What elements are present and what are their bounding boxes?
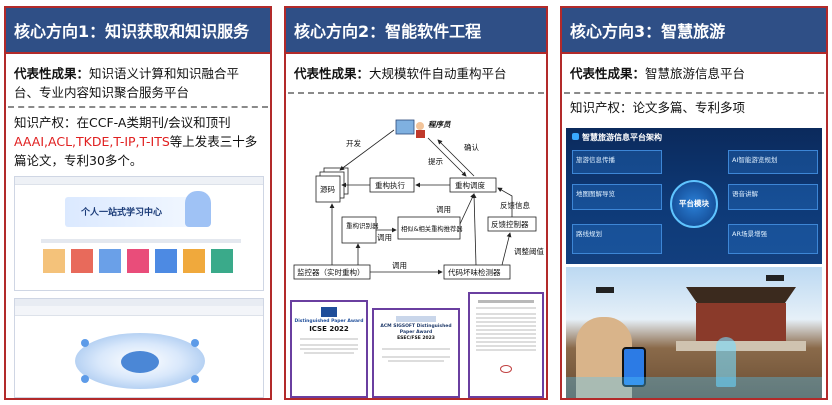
- programmer-icon: [416, 122, 424, 130]
- divider: [8, 106, 268, 108]
- fse-award-certificate: ACM SIGSOFT Distinguished Paper Award ES…: [372, 308, 460, 398]
- svg-text:监控器（实时重构）: 监控器（实时重构）: [297, 267, 365, 277]
- recognizer-box: [341, 216, 377, 244]
- direction-2-title: 核心方向2：智能软件工程: [286, 8, 546, 54]
- drone-icon: [596, 287, 614, 293]
- direction-1-title: 核心方向1：知识获取和知识服务: [6, 8, 270, 54]
- computer-icon: [395, 119, 415, 135]
- svg-text:重构识别器: 重构识别器: [346, 221, 379, 230]
- direction-3-panel: 核心方向3：智慧旅游 代表性成果：智慧旅游信息平台 知识产权：论文多篇、专利多项…: [560, 6, 828, 400]
- direction-3-achievement: 代表性成果：智慧旅游信息平台: [570, 66, 746, 81]
- achievement-label: 代表性成果: [570, 66, 633, 81]
- divider: [288, 92, 544, 94]
- platform-architecture-graphic: 智慧旅游信息平台架构 平台模块 旅游信息传播 AI智能游览规划 地图图解导览 语…: [566, 128, 822, 264]
- svg-text:确认: 确认: [464, 142, 479, 152]
- venues-highlight: AAAI,ACL,TKDE,T-IP,T-ITS: [14, 134, 170, 149]
- achievement-text: 智慧旅游信息平台: [645, 66, 746, 81]
- direction-3-title: 核心方向3：智慧旅游: [562, 8, 826, 54]
- smell-detector-box: [443, 264, 511, 280]
- svg-text:开发: 开发: [346, 138, 361, 148]
- platform-logo-icon: [572, 133, 579, 140]
- smart-tourism-photo: [566, 267, 822, 398]
- achievement-text: 大规模软件自动重构平台: [369, 66, 507, 81]
- svg-text:调用: 调用: [436, 205, 451, 214]
- direction-1-ip: 知识产权：在CCF-A类期刊/会议和顶刊AAAI,ACL,TKDE,T-IP,T…: [14, 115, 258, 168]
- phone-icon: [622, 347, 646, 387]
- achievement-label: 代表性成果: [294, 66, 357, 81]
- drone-icon: [766, 275, 784, 281]
- platform-title: 智慧旅游信息平台架构: [582, 133, 662, 142]
- svg-text:重构调度: 重构调度: [455, 180, 485, 190]
- svg-text:调用: 调用: [392, 261, 407, 270]
- svg-text:反馈信息: 反馈信息: [500, 200, 530, 210]
- direction-2-panel: 核心方向2：智能软件工程 代表性成果：大规模软件自动重构平台 程序员: [284, 6, 548, 400]
- achievement-text: 知识语义计算和知识融合平台、专业内容知识聚合服务平台: [14, 66, 240, 100]
- learning-center-banner: 个人一站式学习中心: [81, 208, 163, 218]
- refactoring-architecture-diagram: 程序员 源码 重构执行 重构调度 重构识别器 相似&相关重构推荐器 反馈控制器: [293, 119, 544, 280]
- svg-text:反馈控制器: 反馈控制器: [491, 219, 529, 229]
- direction-2-achievement: 代表性成果：大规模软件自动重构平台: [294, 66, 507, 81]
- direction-1-panel: 核心方向1：知识获取和知识服务 代表性成果：知识语义计算和知识融合平台、专业内容…: [4, 6, 272, 400]
- source-label: 源码: [320, 185, 335, 194]
- svg-text:重构执行: 重构执行: [375, 180, 405, 190]
- divider: [564, 92, 824, 94]
- knowledge-platform-screenshot: [14, 298, 264, 398]
- platform-center-label: 平台模块: [679, 199, 709, 208]
- paper-certificate-document: [468, 292, 544, 398]
- recommender-box: [397, 216, 461, 240]
- svg-text:调用: 调用: [377, 233, 392, 242]
- programmer-label: 程序员: [428, 120, 451, 129]
- learning-center-screenshot: 个人一站式学习中心: [14, 176, 264, 291]
- direction-1-achievement: 代表性成果：知识语义计算和知识融合平台、专业内容知识聚合服务平台: [14, 66, 240, 100]
- achievement-label: 代表性成果: [14, 66, 77, 81]
- source-code-box: [315, 175, 341, 203]
- icse-award-certificate: Distinguished Paper Award ICSE 2022: [290, 300, 368, 398]
- svg-text:相似&相关重构推荐器: 相似&相关重构推荐器: [401, 224, 463, 233]
- svg-text:代码坏味检测器: 代码坏味检测器: [448, 267, 501, 277]
- svg-text:调整阈值: 调整阈值: [514, 246, 544, 256]
- svg-text:提示: 提示: [428, 156, 443, 166]
- direction-3-ip: 知识产权：论文多篇、专利多项: [570, 100, 746, 115]
